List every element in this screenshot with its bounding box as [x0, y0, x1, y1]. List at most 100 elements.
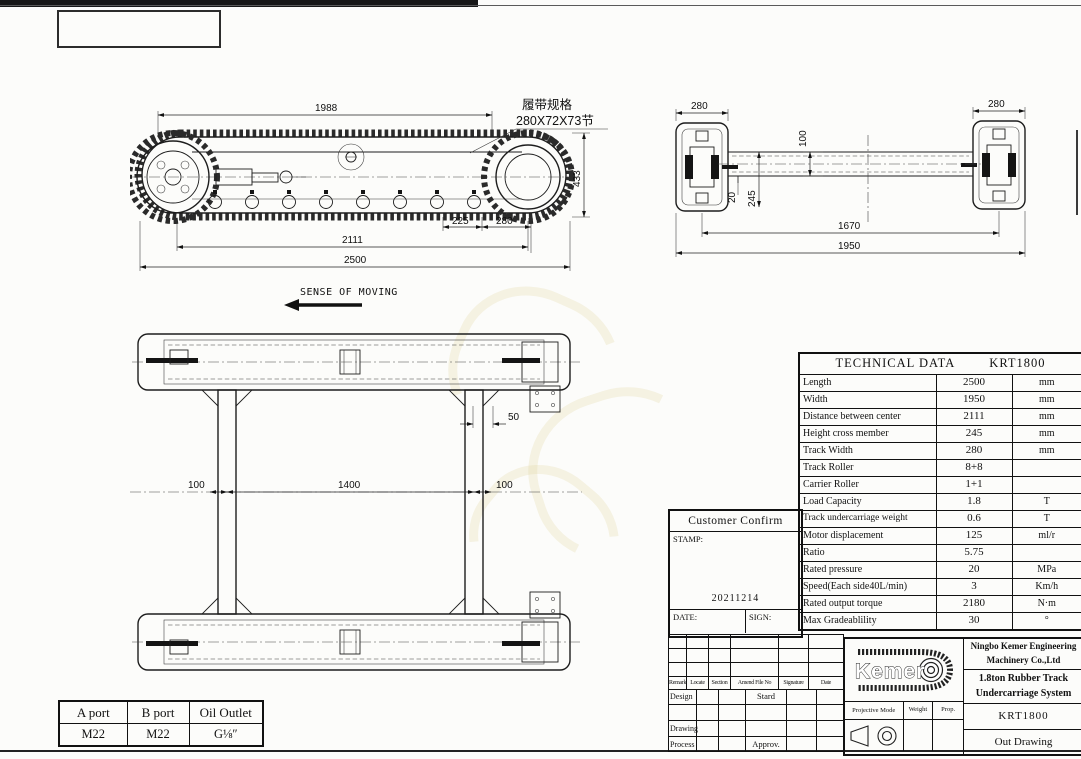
dim-100-right: 100	[496, 480, 513, 491]
side-view-dimensions: 1988 433 225 280 2111 2500	[139, 103, 590, 271]
row-label: Track Width	[798, 442, 937, 460]
row-label: Distance between center	[798, 408, 937, 426]
row-unit: mm	[1011, 374, 1081, 392]
dim-280-right: 280	[988, 99, 1005, 110]
row-unit: °	[1011, 612, 1081, 631]
row-label: Max Gradeablility	[798, 612, 937, 631]
design-label: Design	[669, 689, 697, 705]
revision-header: Locate	[687, 677, 709, 690]
cross-members	[200, 389, 501, 615]
model-number: KRT1800	[964, 704, 1081, 730]
bottom-track-assembly	[132, 591, 580, 671]
row-value: 30	[935, 612, 1013, 631]
port-value: G⅛″	[188, 723, 264, 747]
port-value: M22	[126, 723, 190, 747]
dim-280-left: 280	[691, 101, 708, 112]
row-label: Ratio	[798, 544, 937, 562]
row-value: 0.6	[935, 510, 1013, 528]
row-label: Rated pressure	[798, 561, 937, 579]
stamp-label: STAMP:	[673, 534, 704, 544]
sense-of-moving-label: SENSE OF MOVING	[300, 287, 398, 298]
bottom-rollers	[208, 190, 481, 209]
track-side-outline	[130, 129, 578, 221]
cross-member-beam	[718, 135, 983, 223]
row-value: 2500	[935, 374, 1013, 392]
scan-edge-bar	[0, 0, 478, 7]
row-value: 1.8	[935, 493, 1013, 511]
row-label: Motor displacement	[798, 527, 937, 545]
row-unit	[1011, 544, 1081, 562]
dim-1988: 1988	[315, 103, 338, 114]
plan-view-dimensions: 50 100 1400 100	[130, 406, 582, 494]
row-unit: T	[1011, 510, 1081, 528]
row-value: 280	[935, 442, 1013, 460]
row-value: 8+8	[935, 459, 1013, 477]
weight-cell	[904, 720, 934, 751]
port-value: M22	[58, 723, 128, 747]
plan-view-drawing: 50 100 1400 100	[130, 333, 582, 671]
port-value-row: M22 M22 G⅛″	[58, 723, 264, 747]
row-label: Speed(Each side40L/min)	[798, 578, 937, 596]
row-unit: N·m	[1011, 595, 1081, 613]
title-block: Kemer Projective Mode Weight Prop.	[843, 637, 1081, 756]
design-stamp: Stard	[746, 689, 787, 705]
company-line2: Machinery Co.,Ltd	[986, 654, 1061, 665]
product-name: 1.8ton Rubber Track Undercarriage System	[964, 670, 1081, 704]
dim-2111: 2111	[342, 235, 363, 246]
sheet-corner-box	[57, 10, 221, 48]
dim-433: 433	[572, 170, 583, 187]
row-unit	[1011, 476, 1081, 494]
dim-100-beam: 100	[798, 130, 809, 147]
sheet-top-border	[0, 5, 1081, 6]
company-logo: Kemer	[845, 639, 963, 702]
row-value: 2111	[935, 408, 1013, 426]
port-header: A port	[58, 700, 128, 724]
sheet-right-border	[1076, 130, 1078, 215]
logo-text: Kemer	[855, 660, 925, 683]
projective-mode-label: Projective Mode	[845, 702, 904, 719]
left-track-section	[675, 122, 738, 212]
tech-table-title: TECHNICAL DATA	[835, 356, 956, 371]
dim-50: 50	[508, 412, 520, 423]
company-line1: Ningbo Kemer Engineering	[970, 641, 1077, 651]
weight-label: Weight	[904, 702, 934, 719]
dim-1950: 1950	[838, 241, 861, 252]
date-label: DATE:	[670, 610, 746, 633]
prop-label: Prop.	[941, 706, 956, 713]
top-track-assembly	[132, 333, 580, 413]
row-label: Height cross member	[798, 425, 937, 443]
row-unit: ml/r	[1011, 527, 1081, 545]
row-value: 5.75	[935, 544, 1013, 562]
row-unit: mm	[1011, 442, 1081, 460]
row-value: 20	[935, 561, 1013, 579]
revision-grid-upper: Remark Locate Section Amend File No Sign…	[668, 634, 844, 690]
row-value: 1950	[935, 391, 1013, 409]
track-tensioner	[215, 168, 306, 186]
idler-wheel	[481, 130, 575, 224]
sense-of-moving: SENSE OF MOVING	[284, 287, 424, 316]
row-unit: MPa	[1011, 561, 1081, 579]
row-label: Length	[798, 374, 937, 392]
process-stamp: Approv.	[746, 737, 787, 752]
dim-225: 225	[452, 216, 469, 227]
process-label: Process	[669, 737, 697, 752]
revision-header: Section	[709, 677, 731, 690]
leader-line	[469, 128, 608, 154]
revision-header: Remark	[669, 677, 687, 690]
row-label: Carrier Roller	[798, 476, 937, 494]
product-line1: 1.8ton Rubber Track	[978, 673, 1069, 685]
row-unit: mm	[1011, 425, 1081, 443]
row-value: 3	[935, 578, 1013, 596]
sign-label: SIGN:	[749, 612, 772, 622]
port-header: B port	[126, 700, 190, 724]
